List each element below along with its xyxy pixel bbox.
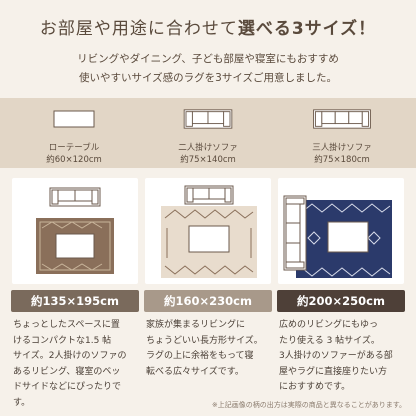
size-label-three-seat: 三人掛けソファ [312, 143, 372, 153]
intro-text: リビングやダイニング、子ども部屋や寝室にもおすすめ 使いやすいサイズ感のラグを3… [0, 50, 416, 88]
size-item-three-seat: 三人掛けソファ 約75×180cm [282, 108, 402, 166]
medium-rug-illustration [161, 185, 257, 278]
rug-card-large [278, 178, 404, 284]
rug-card-medium [145, 178, 271, 284]
rug-card-small [12, 178, 138, 284]
size-chip-medium: 約160×230cm [144, 290, 272, 312]
description-medium: 家族が集まるリビングに ちょうどいい長方形サイズ。 ラグの上に余裕をもって寝 転… [146, 320, 263, 377]
size-dims-two-seat: 約75×140cm [180, 155, 236, 165]
size-chip-large: 約200×250cm [277, 290, 405, 312]
size-dims-three-seat: 約75×180cm [314, 155, 370, 165]
page-title: お部屋や用途に合わせて選べる3サイズ！ [39, 19, 377, 39]
size-chip-small: 約135×195cm [11, 290, 139, 312]
size-label-two-seat: 二人掛けソファ [178, 143, 238, 153]
size-item-lowtable: ローテーブル 約60×120cm [14, 108, 134, 166]
large-rug-illustration [283, 195, 392, 278]
footnote: ※上記画像の柄の出方は実際の商品と異なることがあります。 [211, 401, 406, 409]
two-seat-sofa-icon [183, 109, 233, 129]
size-label-lowtable: ローテーブル [48, 143, 100, 153]
small-rug-illustration [36, 187, 114, 274]
size-item-two-seat: 二人掛けソファ 約75×140cm [148, 108, 268, 166]
description-small: ちょっとしたスペースに置 けるコンパクトな1.5 帖 サイズ。2人掛けのソファの… [13, 320, 127, 408]
low-table-icon [53, 110, 95, 128]
intro-line-1: リビングやダイニング、子ども部屋や寝室にもおすすめ [77, 53, 339, 65]
intro-line-2: 使いやすいサイズ感のラグを3サイズご用意しました。 [78, 72, 338, 84]
size-dims-lowtable: 約60×120cm [46, 155, 102, 165]
description-large: 広めのリビングにもゆっ たり使える 3 帖サイズ。 3人掛けのソファーがある部 … [279, 320, 393, 392]
three-seat-sofa-icon [313, 109, 371, 129]
